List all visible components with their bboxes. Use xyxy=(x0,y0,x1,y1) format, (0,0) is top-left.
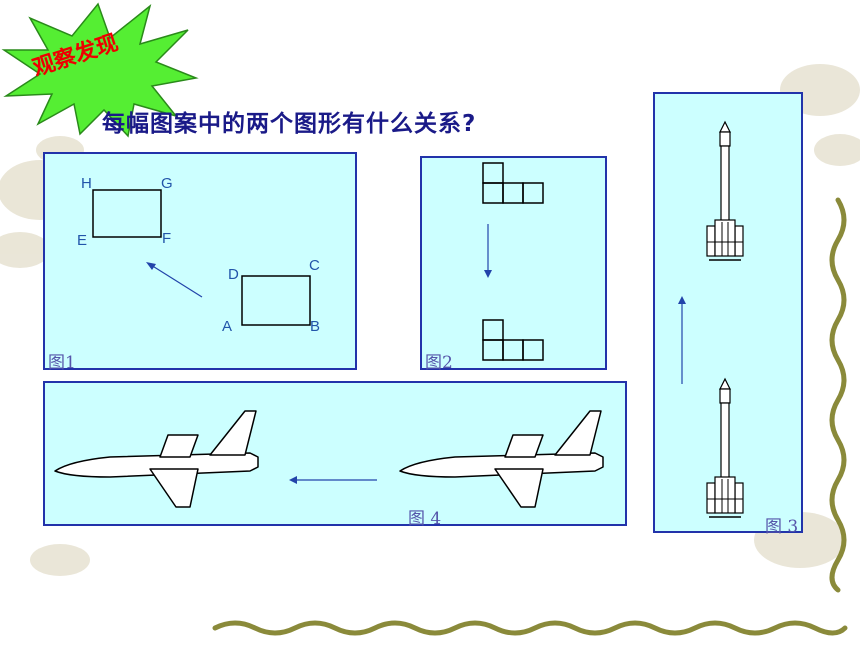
figure-1-panel: H G E F D C A B 图1 xyxy=(43,152,357,373)
point-label-a: A xyxy=(222,318,233,335)
point-label-b: B xyxy=(310,318,321,335)
figure-3-panel: 图 3 xyxy=(653,92,803,537)
point-label-f: F xyxy=(162,230,172,247)
figure-4-drawing xyxy=(54,410,604,508)
figure-2-panel: 图2 xyxy=(420,156,607,373)
rocket-top-icon xyxy=(706,121,744,261)
l-tromino-bottom xyxy=(482,319,544,361)
figure-2-drawing xyxy=(482,162,544,361)
question-title: 每幅图案中的两个图形有什么关系? xyxy=(102,111,477,137)
figure-3-caption: 图 3 xyxy=(765,517,799,537)
vine-bottom xyxy=(212,620,848,636)
rocket-bottom-icon xyxy=(706,378,744,518)
point-label-h: H xyxy=(81,175,92,192)
figure-1-drawing xyxy=(92,189,311,326)
arrow-head xyxy=(484,270,492,278)
airplane-left-icon xyxy=(54,410,259,508)
point-label-g: G xyxy=(161,175,173,192)
airplane-right-icon xyxy=(399,410,604,508)
point-label-c: C xyxy=(309,257,320,274)
starburst-badge-icon xyxy=(1,2,199,138)
arrow-head xyxy=(289,476,297,484)
figure-4-caption: 图 4 xyxy=(408,509,442,529)
point-label-d: D xyxy=(228,266,239,283)
l-tromino-top xyxy=(482,162,544,204)
rectangle-efgh xyxy=(92,189,162,238)
rectangle-abcd xyxy=(241,275,311,326)
figure-4-panel: 图 4 xyxy=(43,381,627,529)
figure-3-drawing xyxy=(678,121,744,518)
figure-1-caption: 图1 xyxy=(48,353,76,373)
arrow-head xyxy=(146,262,156,270)
translation-arrow xyxy=(150,264,203,298)
arrow-head xyxy=(678,296,686,304)
vine-right xyxy=(829,197,847,593)
figure-2-caption: 图2 xyxy=(425,353,453,373)
point-label-e: E xyxy=(77,232,88,249)
